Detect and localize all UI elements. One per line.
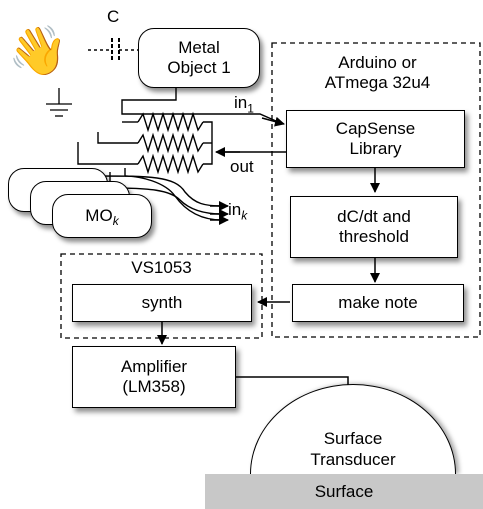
- capsense-library: CapSense Library: [286, 110, 465, 168]
- in1-label: in1: [234, 93, 254, 116]
- waving-hand-icon: 👋: [8, 25, 68, 78]
- out-label: out: [230, 157, 254, 176]
- wire-mo1-in1: [121, 88, 277, 122]
- vs1053-group-border: [60, 253, 263, 339]
- arrow-in1: [261, 116, 285, 127]
- amplifier: Amplifier (LM358): [72, 346, 236, 408]
- resistor-2: [137, 132, 204, 154]
- resistor-1: [137, 111, 204, 133]
- mo-k-main: MO: [85, 206, 113, 225]
- wire-mo-k-2: [109, 187, 223, 215]
- vs1053-group-label: VS1053: [131, 258, 192, 277]
- surface: Surface: [205, 474, 483, 509]
- bus-left-2: [97, 132, 138, 144]
- metal-object-1-line1: Metal: [178, 38, 220, 57]
- ink-label: ink: [228, 200, 248, 223]
- mo-k-sub: k: [112, 214, 119, 228]
- capacitor-label: C: [107, 7, 120, 26]
- ground-icon: [46, 88, 72, 117]
- synth: synth: [72, 284, 252, 322]
- arduino-group-border: [271, 42, 481, 338]
- make-note: make note: [292, 284, 464, 322]
- metal-object-1: Metal Object 1: [138, 28, 260, 88]
- wire-mo-k-3: [124, 175, 223, 221]
- bus-left-3: [77, 142, 138, 165]
- arduino-group-label: Arduino or ATmega 32u4: [324, 53, 431, 92]
- resistor-3: [137, 153, 204, 175]
- dcdt-threshold: dC/dt and threshold: [290, 196, 458, 258]
- metal-object-1-line2: Object 1: [167, 58, 231, 77]
